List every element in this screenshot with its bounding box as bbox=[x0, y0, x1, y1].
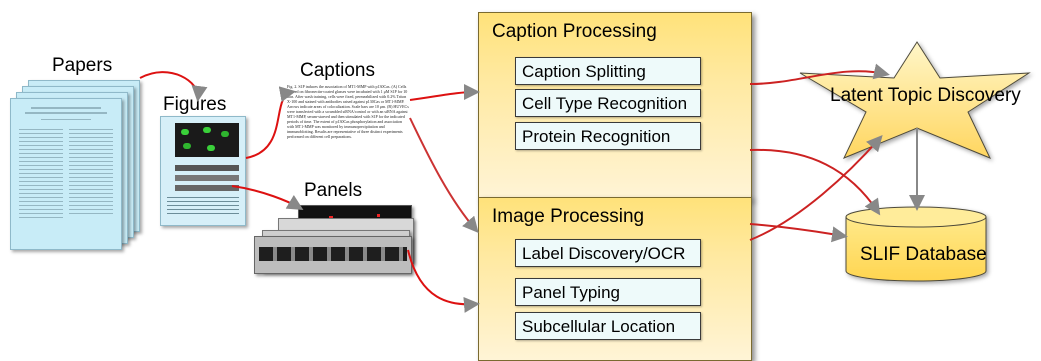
arrow-papers-to-figures bbox=[139, 71, 208, 102]
arrow-captions-to-caption-processing bbox=[409, 84, 480, 101]
papers-label: Papers bbox=[52, 55, 113, 76]
caption-excerpt: Fig. 2. S1P induces the association of M… bbox=[287, 84, 409, 139]
slif-database-cylinder bbox=[845, 206, 987, 282]
arrow-panels-to-image-processing bbox=[407, 249, 480, 313]
subcellular-location-step: Subcellular Location bbox=[515, 312, 701, 340]
arrow-image-to-database bbox=[749, 223, 848, 243]
latent-topic-label: Latent Topic Discovery bbox=[830, 85, 1021, 106]
panels-label: Panels bbox=[304, 180, 363, 201]
cell-type-recognition-step: Cell Type Recognition bbox=[515, 89, 701, 117]
caption-processing-title: Caption Processing bbox=[492, 21, 657, 42]
captions-label: Captions bbox=[300, 60, 375, 81]
arrow-caption-to-star bbox=[749, 63, 890, 85]
arrow-caption-to-database bbox=[749, 148, 881, 216]
figure-thumbnail bbox=[160, 116, 246, 226]
slif-database-label: SLIF Database bbox=[860, 244, 987, 265]
arrow-image-to-star bbox=[749, 135, 883, 241]
figures-label: Figures bbox=[163, 94, 227, 115]
arrow-figures-to-captions bbox=[245, 86, 296, 159]
protein-recognition-step: Protein Recognition bbox=[515, 122, 701, 150]
caption-splitting-step: Caption Splitting bbox=[515, 57, 701, 85]
label-discovery-ocr-step: Label Discovery/OCR bbox=[515, 239, 701, 267]
arrow-figures-to-panels bbox=[231, 185, 304, 211]
image-processing-title: Image Processing bbox=[492, 206, 645, 227]
arrow-captions-to-panel-typing bbox=[409, 117, 479, 234]
paper-sheet-front bbox=[10, 98, 122, 250]
panel-typing-step: Panel Typing bbox=[515, 278, 701, 306]
caption-processing-box: Caption Processing Caption Splitting Cel… bbox=[478, 12, 752, 200]
